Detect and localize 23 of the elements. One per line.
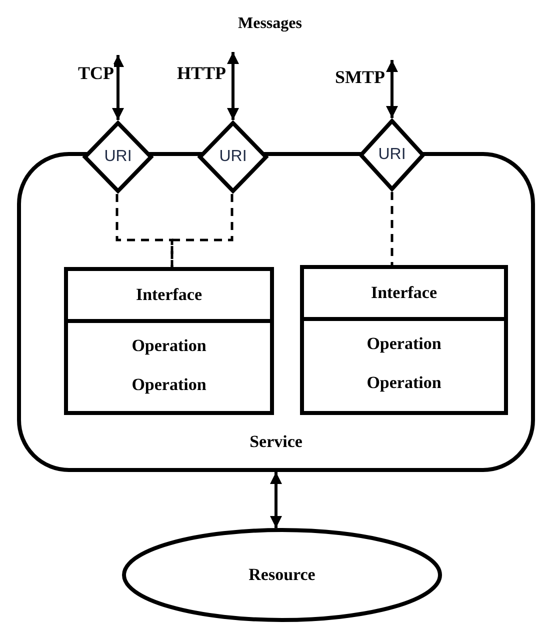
dashed-connector [170,194,234,267]
uri-label: URI [104,147,132,167]
uri-label: URI [378,145,406,165]
operation-label: Operation [132,376,206,393]
interface-header: Interface [304,269,504,321]
edge-label: HTTP [176,64,226,82]
operation-label: Operation [132,337,206,354]
arrow [227,52,239,120]
heading-label: Messages [238,14,302,34]
resource-label: Resource [248,564,316,586]
operation-label: Operation [366,374,442,391]
arrow [270,472,282,528]
dashed-connector [390,192,394,265]
service-label: Service [248,430,304,452]
interface-box [64,267,274,415]
arrow [386,60,398,118]
interface-header: Interface [68,271,270,323]
operation-label: Operation [366,335,442,352]
arrow [112,55,124,120]
edge-label: SMTP [334,68,385,86]
edge-label: TCP [78,64,114,82]
interface-box [300,265,508,415]
uri-label: URI [219,147,247,167]
